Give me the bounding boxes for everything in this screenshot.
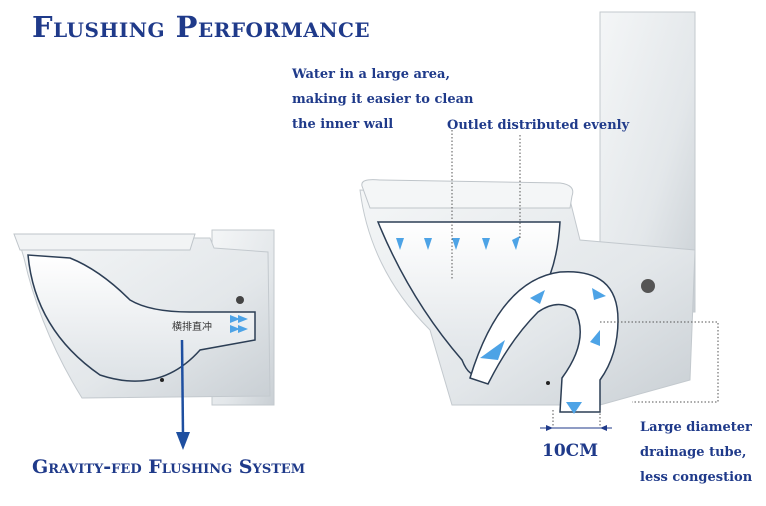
chinese-label: 横排直冲 (172, 322, 212, 333)
water-area-note: Water in a large area, making it easier … (292, 62, 473, 137)
large-diameter-line-1: Large diameter (640, 420, 752, 435)
right-flow-arrows (396, 236, 606, 414)
left-flow-arrows (230, 315, 248, 333)
measure-label: 10CM (542, 441, 599, 461)
water-area-line-3: the inner wall (292, 117, 394, 132)
right-toilet (359, 11, 696, 413)
subtitle: Gravity-fed Flushing System (32, 456, 306, 478)
gravity-arrow-icon (176, 339, 190, 450)
large-diameter-note: Large diameter drainage tube, less conge… (640, 415, 752, 490)
water-area-line-1: Water in a large area, (292, 67, 450, 82)
large-diameter-line-2: drainage tube, (640, 445, 747, 460)
measure-arrows (540, 425, 612, 431)
water-area-line-2: making it easier to clean (292, 92, 474, 107)
large-diameter-line-3: less congestion (640, 470, 753, 485)
leader-lines (451, 130, 719, 428)
left-toilet (13, 229, 275, 406)
outlet-note: Outlet distributed evenly (447, 118, 630, 133)
page-title: Flushing Performance (32, 10, 371, 44)
